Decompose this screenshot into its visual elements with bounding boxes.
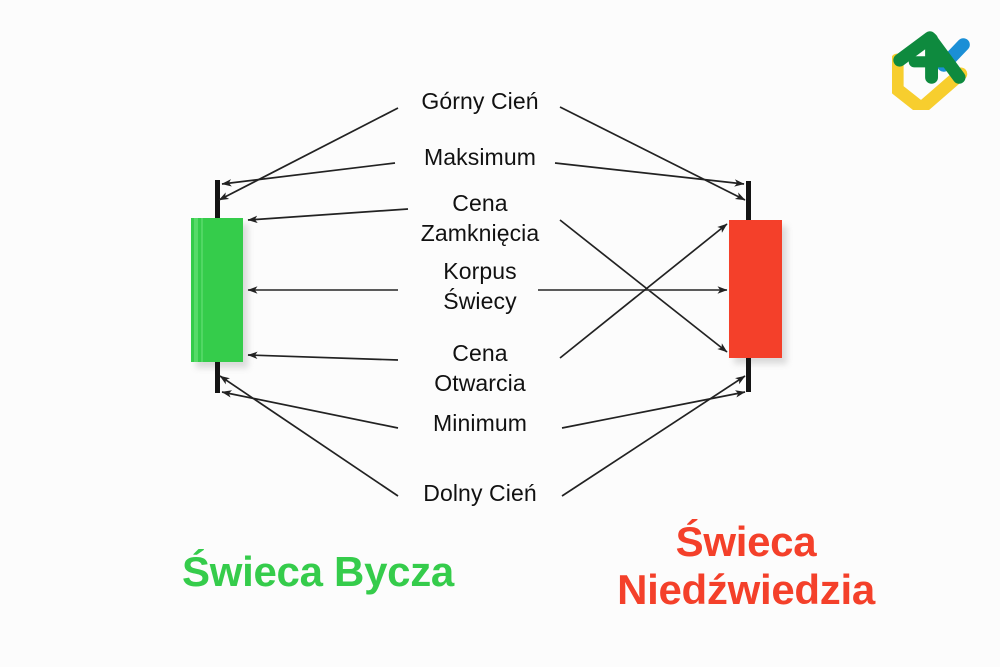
label-lower-shadow: Dolny Cień xyxy=(423,480,537,506)
arrow-minimum-right xyxy=(561,390,746,429)
label-candle-body: Korpus Świecy xyxy=(443,258,517,314)
logo-yellow-chevron xyxy=(892,53,968,110)
arrow-close-price-right xyxy=(559,219,728,353)
title-bearish-candle: Świeca Niedźwiedzia xyxy=(617,518,875,613)
bullish-body-highlight-2 xyxy=(201,218,203,362)
label-upper-shadow: Górny Cień xyxy=(421,88,539,114)
label-minimum: Minimum xyxy=(433,410,527,436)
arrow-group-maximum xyxy=(221,162,745,187)
arrow-open-price-right xyxy=(559,223,728,359)
litefinance-logo xyxy=(892,31,970,110)
bearish-candle-body xyxy=(729,220,782,358)
bullish-candle xyxy=(191,180,243,393)
arrow-group-upper-shadow xyxy=(218,106,746,201)
arrow-group-close-price xyxy=(247,208,728,353)
bearish-candle xyxy=(729,181,782,392)
arrow-lower-shadow-left xyxy=(219,375,399,497)
arrow-upper-shadow-left xyxy=(218,107,399,201)
arrow-maximum-right xyxy=(554,162,745,187)
arrow-group-lower-shadow xyxy=(219,375,746,497)
label-close-price: Cena Zamknięcia xyxy=(420,190,540,246)
bullish-candle-body xyxy=(191,218,243,362)
arrow-close-price-left xyxy=(247,208,409,224)
bullish-body-highlight xyxy=(194,218,198,362)
title-bullish-candle: Świeca Bycza xyxy=(182,548,454,595)
arrow-group-open-price xyxy=(247,223,728,361)
label-maximum: Maksimum xyxy=(424,144,536,170)
arrow-open-price-left xyxy=(247,351,399,361)
arrow-lower-shadow-right xyxy=(561,375,746,497)
arrow-maximum-left xyxy=(221,162,396,187)
label-open-price: Cena Otwarcia xyxy=(434,340,526,396)
arrow-upper-shadow-right xyxy=(559,106,746,201)
